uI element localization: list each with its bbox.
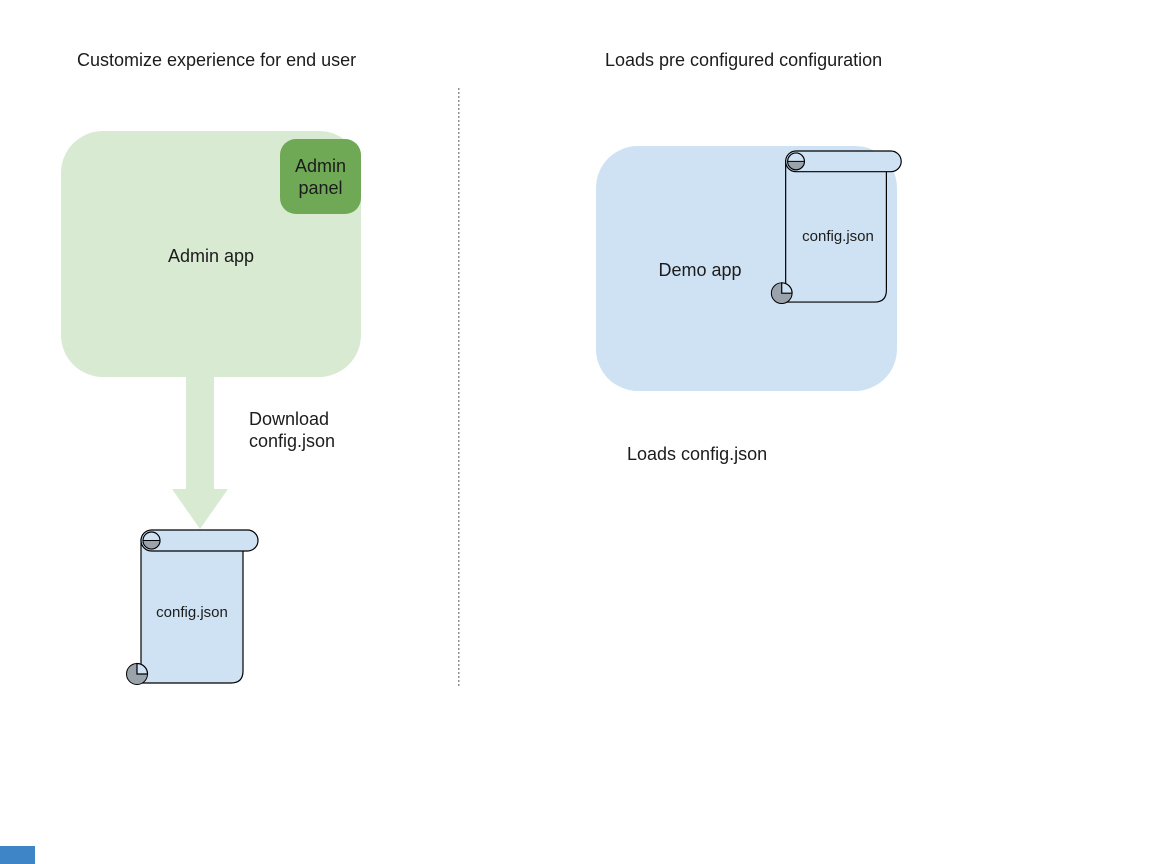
right-section-title: Loads pre configured configuration — [605, 50, 883, 70]
demo-app-label: Demo app — [658, 260, 742, 280]
config-json-scroll-right-icon — [770, 150, 902, 305]
scroll-body — [140, 539, 244, 684]
section-divider — [458, 88, 460, 688]
config-json-label-right: config.json — [802, 228, 874, 245]
scroll-bottom-curl-notch — [136, 662, 149, 675]
scroll-top-curl-shade — [142, 540, 161, 550]
left-section-title: Customize experience for end user — [77, 50, 357, 70]
download-arrow-icon — [172, 377, 228, 529]
scroll-roll — [785, 150, 902, 173]
admin-panel-box: Admin panel — [280, 139, 361, 214]
config-json-scroll-left-icon — [126, 529, 259, 685]
scroll-bottom-curl-notch — [781, 282, 793, 294]
scroll-body — [785, 160, 887, 303]
download-caption: Download config.json — [249, 409, 336, 451]
admin-panel-label: Admin panel — [294, 155, 347, 198]
scroll-top-curl-shade — [787, 160, 805, 171]
loads-config-caption: Loads config.json — [627, 444, 768, 464]
bottom-left-blue-rect — [0, 846, 35, 864]
scroll-roll — [140, 529, 259, 552]
arrow-shape — [172, 377, 228, 529]
admin-app-label: Admin app — [167, 246, 255, 266]
config-json-label-left: config.json — [156, 604, 228, 621]
